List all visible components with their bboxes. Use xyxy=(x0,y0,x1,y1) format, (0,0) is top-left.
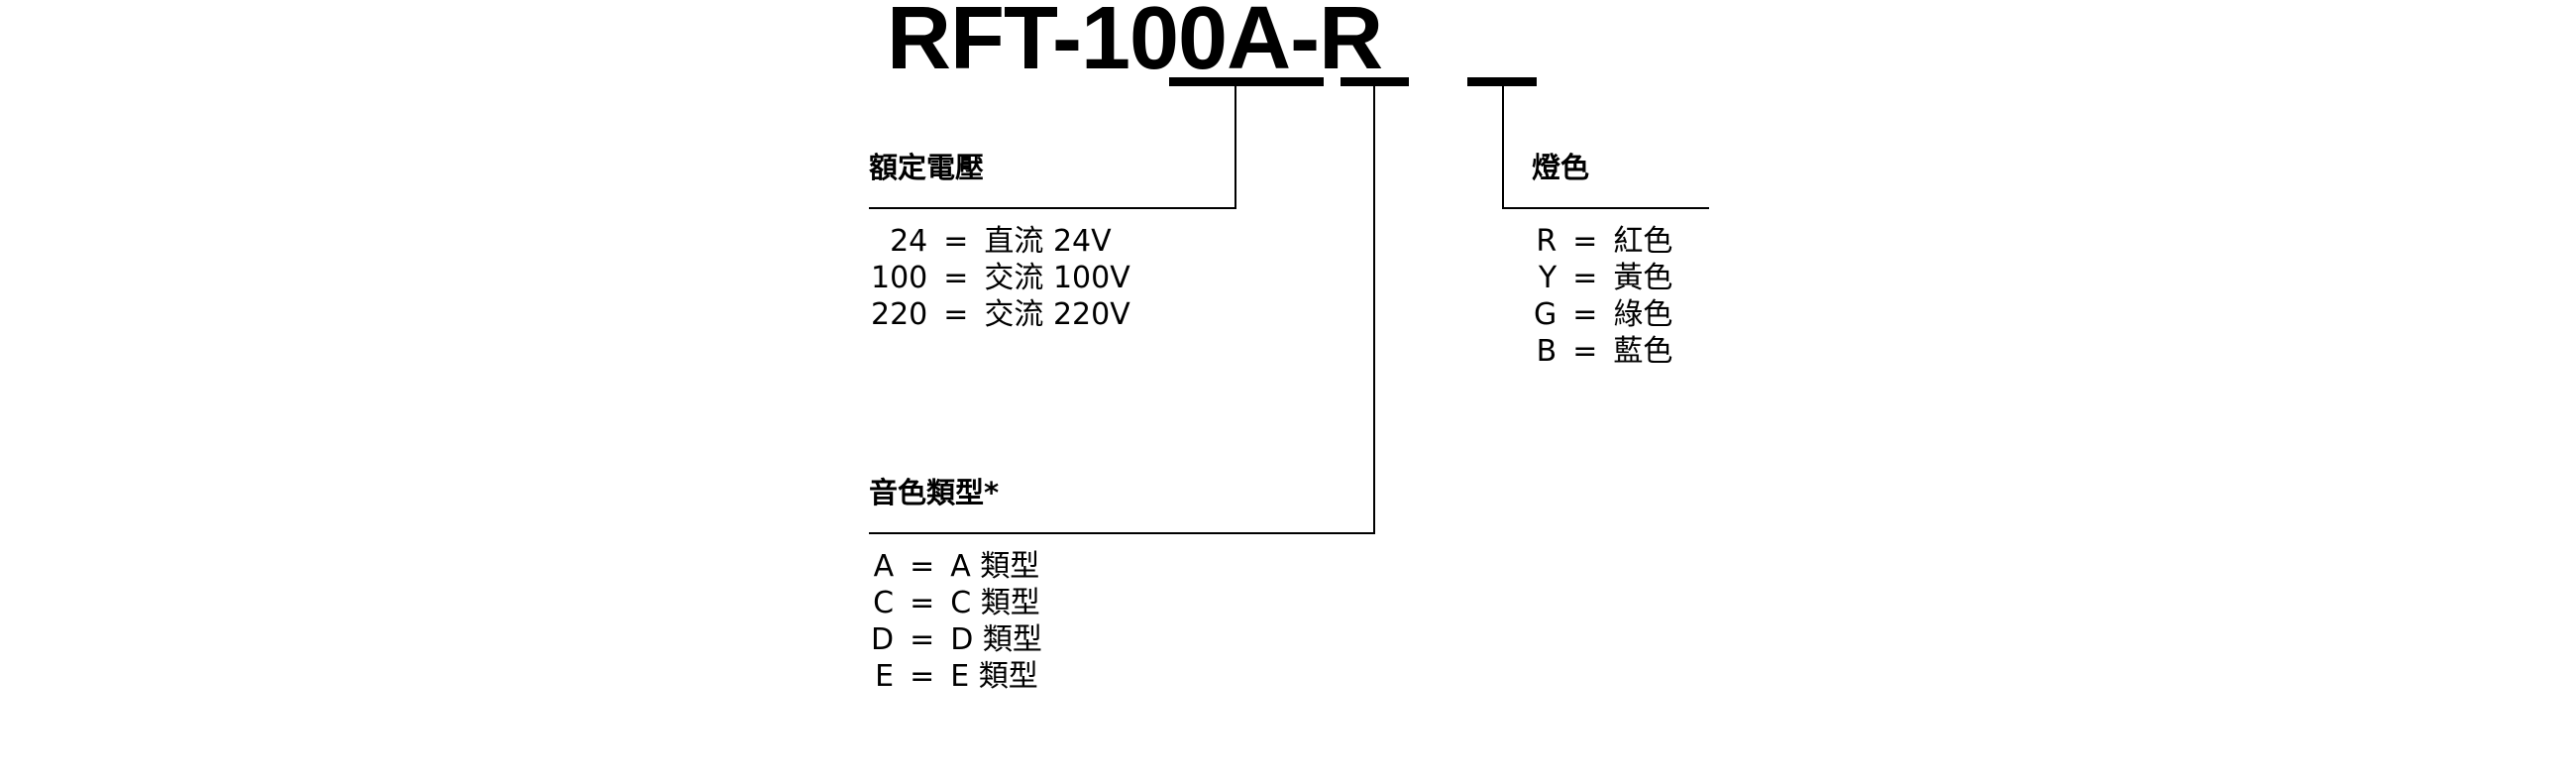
code-bar-voltage xyxy=(1169,77,1324,86)
option-description: C 類型 xyxy=(950,586,1040,620)
option-code: 100 xyxy=(871,261,928,295)
option-code: 24 xyxy=(890,224,928,259)
option-equals: = xyxy=(910,622,935,657)
option-equals: = xyxy=(910,659,935,694)
option-description: A 類型 xyxy=(950,549,1040,584)
option-table-rated-voltage: 24 = 直流 24V 100 = 交流 100V 220 = 交流 220V xyxy=(871,223,1130,333)
leader-line-tone-vertical xyxy=(1373,85,1375,533)
option-equals: = xyxy=(1572,297,1598,332)
option-list-tone-type: A = A 類型 C = C 類型 D = D 類型 E = E 類型 xyxy=(871,548,1042,695)
option-code: G xyxy=(1534,297,1557,332)
option-code: B xyxy=(1536,334,1557,369)
leader-line-voltage-horizontal xyxy=(869,207,1236,209)
option-equals: = xyxy=(943,261,969,295)
option-description: E 類型 xyxy=(950,659,1038,694)
leader-line-lamp-color-horizontal xyxy=(1502,207,1709,209)
option-code: 220 xyxy=(871,297,928,332)
code-bar-tone xyxy=(1341,77,1409,86)
leader-line-tone-horizontal xyxy=(869,532,1375,534)
option-description: 直流 24V xyxy=(984,224,1112,259)
option-code: Y xyxy=(1538,261,1557,295)
option-description: 黃色 xyxy=(1613,261,1673,295)
option-equals: = xyxy=(943,297,969,332)
option-equals: = xyxy=(1572,224,1598,259)
option-row: E = E 類型 xyxy=(871,658,1042,695)
option-equals: = xyxy=(1572,261,1598,295)
option-description: 綠色 xyxy=(1613,297,1673,332)
option-description: D 類型 xyxy=(950,622,1042,657)
option-row: 100 = 交流 100V xyxy=(871,260,1130,296)
section-title-lamp-color: 燈色 xyxy=(1532,151,1590,184)
code-bar-lamp-color xyxy=(1467,77,1537,86)
option-row: R = 紅色 xyxy=(1534,223,1672,260)
option-row: 220 = 交流 220V xyxy=(871,296,1130,333)
option-row: 24 = 直流 24V xyxy=(871,223,1130,260)
section-title-rated-voltage: 額定電壓 xyxy=(869,151,985,184)
option-code: R xyxy=(1536,224,1557,259)
option-row: B = 藍色 xyxy=(1534,333,1673,370)
option-code: D xyxy=(871,622,895,657)
option-row: D = D 類型 xyxy=(871,621,1042,658)
section-title-tone-type: 音色類型* xyxy=(869,476,1000,509)
option-description: 紅色 xyxy=(1613,224,1673,259)
option-description: 交流 100V xyxy=(984,261,1130,295)
option-equals: = xyxy=(1572,334,1598,369)
section-tone-type: 音色類型* xyxy=(869,479,999,507)
option-list-lamp-color: R = 紅色 Y = 黃色 G = 綠色 B = 藍色 xyxy=(1534,223,1672,370)
option-row: Y = 黃色 xyxy=(1534,260,1672,296)
option-code: A xyxy=(873,549,895,584)
option-description: 交流 220V xyxy=(984,297,1130,332)
option-row: A = A 類型 xyxy=(871,548,1042,585)
option-equals: = xyxy=(943,224,969,259)
option-list-rated-voltage: 24 = 直流 24V 100 = 交流 100V 220 = 交流 220V xyxy=(871,223,1130,333)
leader-line-lamp-color-vertical xyxy=(1502,85,1504,209)
option-table-lamp-color: R = 紅色 Y = 黃色 G = 綠色 B = 藍色 xyxy=(1534,223,1672,370)
option-code: C xyxy=(873,586,895,620)
section-lamp-color: 燈色 xyxy=(1532,154,1589,182)
option-code: E xyxy=(875,659,895,694)
option-description: 藍色 xyxy=(1613,334,1673,369)
option-equals: = xyxy=(910,586,935,620)
option-table-tone-type: A = A 類型 C = C 類型 D = D 類型 E = E 類型 xyxy=(871,548,1042,695)
option-equals: = xyxy=(910,549,935,584)
model-number-title: RFT-100A-R xyxy=(887,0,1383,88)
section-rated-voltage: 額定電壓 xyxy=(869,154,984,182)
option-row: C = C 類型 xyxy=(871,585,1042,621)
option-row: G = 綠色 xyxy=(1534,296,1672,333)
leader-line-voltage-vertical xyxy=(1234,85,1236,209)
